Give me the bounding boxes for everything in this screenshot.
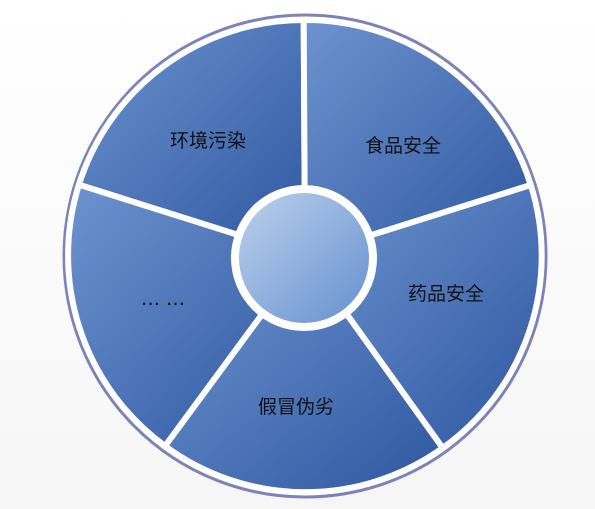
segment-label-more: … … xyxy=(141,288,185,310)
segment-label-food: 食品安全 xyxy=(365,135,441,157)
segment-counterfeit[interactable] xyxy=(162,253,446,496)
center-hub[interactable] xyxy=(239,193,369,323)
segment-food[interactable] xyxy=(300,16,534,259)
segment-label-drug: 药品安全 xyxy=(408,283,484,305)
segment-label-environment: 环境污染 xyxy=(170,130,246,152)
segment-environment[interactable] xyxy=(75,17,308,259)
segment-label-counterfeit: 假冒伪劣 xyxy=(258,396,334,418)
